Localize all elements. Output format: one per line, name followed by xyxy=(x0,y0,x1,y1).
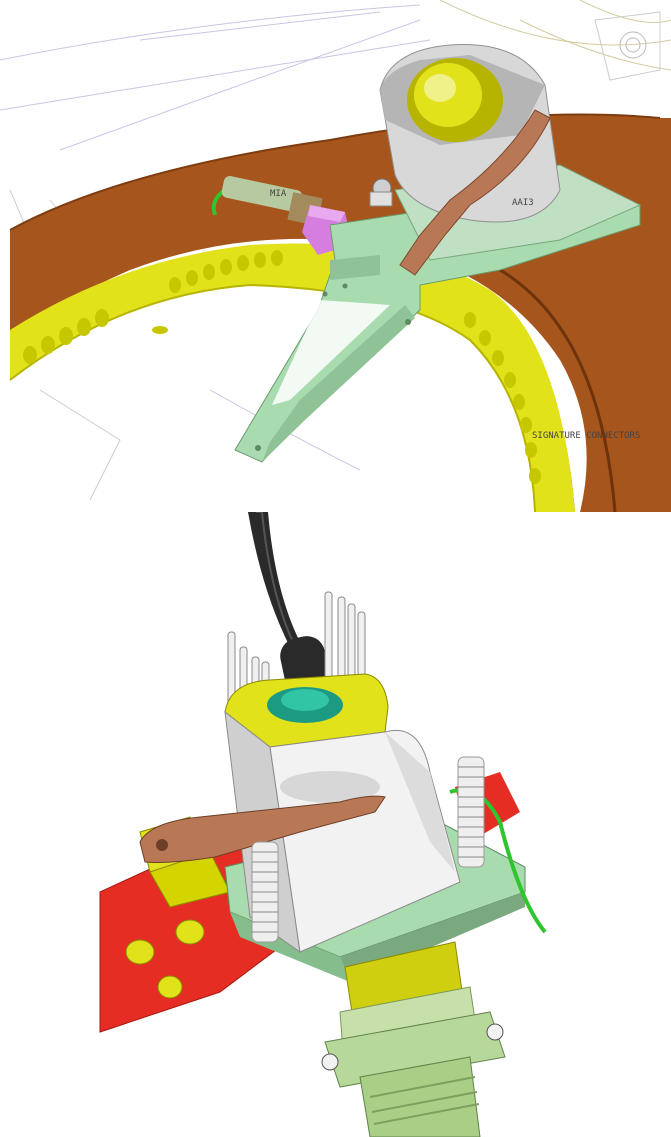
top-cad-drawing: AAI3 MIA SIGNATURE CONNECTORS xyxy=(0,0,671,512)
signature-connectors-label: SIGNATURE CONNECTORS xyxy=(532,431,640,441)
green-bracket xyxy=(234,189,641,463)
cable-ref-label: MIA xyxy=(270,189,287,199)
bottom-cad-drawing xyxy=(99,512,547,1137)
springs xyxy=(251,756,485,943)
ring-holes xyxy=(23,250,541,484)
mating-flange xyxy=(321,1011,506,1137)
copper-strap-bottom xyxy=(139,795,386,863)
cable-connector xyxy=(221,176,352,255)
black-cable xyxy=(248,512,329,693)
bottom-cad-view xyxy=(0,512,671,1137)
connector-ref-label: AAI3 xyxy=(512,198,534,208)
connector-housing-body xyxy=(224,673,461,954)
copper-strap xyxy=(369,109,551,276)
connector-housing: AAI3 xyxy=(379,44,642,261)
top-cad-view: AAI3 MIA SIGNATURE CONNECTORS xyxy=(0,0,671,512)
